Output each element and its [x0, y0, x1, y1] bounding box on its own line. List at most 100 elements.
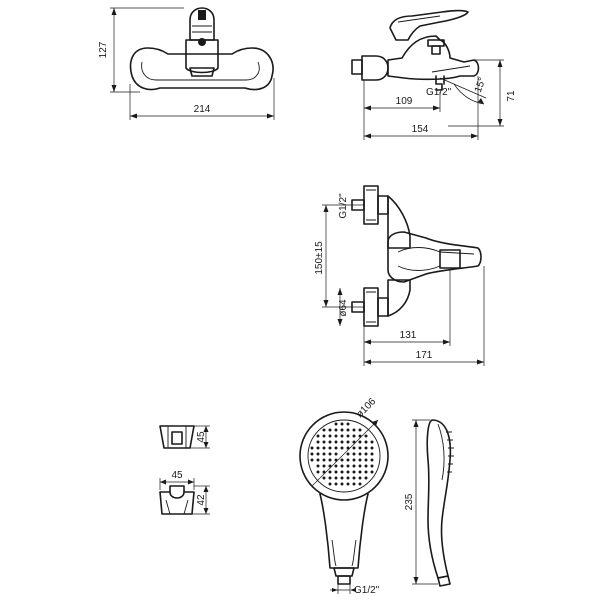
nozzle-dot — [358, 476, 362, 480]
nozzle-dot — [334, 482, 338, 486]
nozzle-dot — [346, 446, 350, 450]
front-view: 127 214 — [98, 7, 275, 120]
nozzle-dot — [364, 434, 368, 438]
holder-top-height-label: 45 — [196, 431, 207, 443]
shower-holder: 45 45 42 — [159, 425, 210, 515]
nozzle-dot — [334, 428, 338, 432]
nozzle-dot — [328, 458, 332, 462]
side-total-length-label: 154 — [412, 124, 429, 135]
nozzle-dot — [346, 458, 350, 462]
side-view: 15° G1/2" 71 109 154 — [351, 9, 517, 140]
nozzle-dot — [322, 452, 326, 456]
nozzle-dot — [316, 464, 320, 468]
nozzle-dot — [328, 476, 332, 480]
nozzle-dot — [328, 434, 332, 438]
nozzle-dot — [370, 464, 374, 468]
wall-to-spout-label: 131 — [400, 330, 417, 341]
nozzle-dot — [322, 446, 326, 450]
nozzle-dot — [334, 458, 338, 462]
nozzle-dot — [358, 464, 362, 468]
nozzle-dot — [346, 440, 350, 444]
head-length-label: 235 — [404, 493, 415, 510]
side-thread-label: G1/2" — [426, 87, 452, 98]
front-height-label: 127 — [98, 41, 109, 58]
nozzle-dot — [352, 446, 356, 450]
wall-thread-label: G1/2" — [338, 193, 349, 219]
nozzle-dot — [322, 440, 326, 444]
nozzle-dot — [322, 464, 326, 468]
nozzle-dot — [340, 428, 344, 432]
nozzle-dot — [352, 476, 356, 480]
nozzle-dot — [310, 452, 314, 456]
head-thread-label: G1/2" — [354, 585, 380, 596]
side-spout-length-label: 109 — [396, 96, 413, 107]
wall-flange-label: ø64 — [338, 299, 349, 317]
nozzle-dot — [346, 434, 350, 438]
nozzle-dot — [334, 434, 338, 438]
nozzle-dot — [334, 476, 338, 480]
nozzle-dot — [352, 464, 356, 468]
side-angle-label: 15° — [473, 76, 489, 94]
nozzle-dot — [328, 482, 332, 486]
nozzle-dot — [346, 476, 350, 480]
nozzle-dot — [358, 482, 362, 486]
nozzle-dot — [364, 452, 368, 456]
nozzle-dot — [322, 428, 326, 432]
nozzle-dot — [328, 464, 332, 468]
nozzle-dot — [316, 458, 320, 462]
holder-bottom-height-label: 42 — [196, 494, 207, 506]
nozzle-dot — [352, 452, 356, 456]
nozzle-dot — [364, 464, 368, 468]
nozzle-dot — [334, 452, 338, 456]
nozzle-dot — [334, 464, 338, 468]
nozzle-dot — [328, 440, 332, 444]
nozzle-dot — [346, 452, 350, 456]
nozzle-dot — [352, 434, 356, 438]
nozzle-dot — [316, 434, 320, 438]
nozzle-dot — [352, 428, 356, 432]
nozzle-dot — [316, 470, 320, 474]
nozzle-dot — [364, 446, 368, 450]
nozzle-dot — [328, 428, 332, 432]
nozzle-dot — [370, 452, 374, 456]
nozzle-dot — [364, 440, 368, 444]
nozzle-dot — [322, 476, 326, 480]
nozzle-dot — [340, 440, 344, 444]
nozzle-dot — [352, 458, 356, 462]
nozzle-dot — [358, 458, 362, 462]
nozzle-dot — [310, 446, 314, 450]
nozzle-dot — [370, 446, 374, 450]
nozzle-dot — [346, 464, 350, 468]
nozzle-dot — [340, 458, 344, 462]
nozzle-dot — [346, 482, 350, 486]
nozzle-dot — [346, 470, 350, 474]
nozzle-dot — [370, 470, 374, 474]
nozzle-dot — [358, 452, 362, 456]
nozzle-dot — [310, 458, 314, 462]
nozzle-dot — [358, 470, 362, 474]
nozzle-dot — [316, 446, 320, 450]
nozzle-dot — [340, 476, 344, 480]
nozzle-dot — [346, 422, 350, 426]
nozzle-dot — [346, 428, 350, 432]
nozzle-dot — [328, 470, 332, 474]
nozzle-dot — [334, 422, 338, 426]
nozzle-dot — [358, 428, 362, 432]
wall-total-label: 171 — [416, 350, 433, 361]
nozzle-dot — [334, 470, 338, 474]
nozzle-dot — [352, 482, 356, 486]
nozzle-dot — [352, 440, 356, 444]
holder-width-label: 45 — [171, 470, 183, 481]
nozzle-dot — [340, 482, 344, 486]
shower-nozzles — [310, 422, 374, 486]
nozzle-dot — [364, 458, 368, 462]
nozzle-dot — [328, 446, 332, 450]
nozzle-dot — [328, 452, 332, 456]
nozzle-dot — [358, 446, 362, 450]
nozzle-dot — [316, 452, 320, 456]
nozzle-dot — [340, 434, 344, 438]
nozzle-dot — [340, 470, 344, 474]
nozzle-dot — [322, 434, 326, 438]
nozzle-dot — [334, 440, 338, 444]
